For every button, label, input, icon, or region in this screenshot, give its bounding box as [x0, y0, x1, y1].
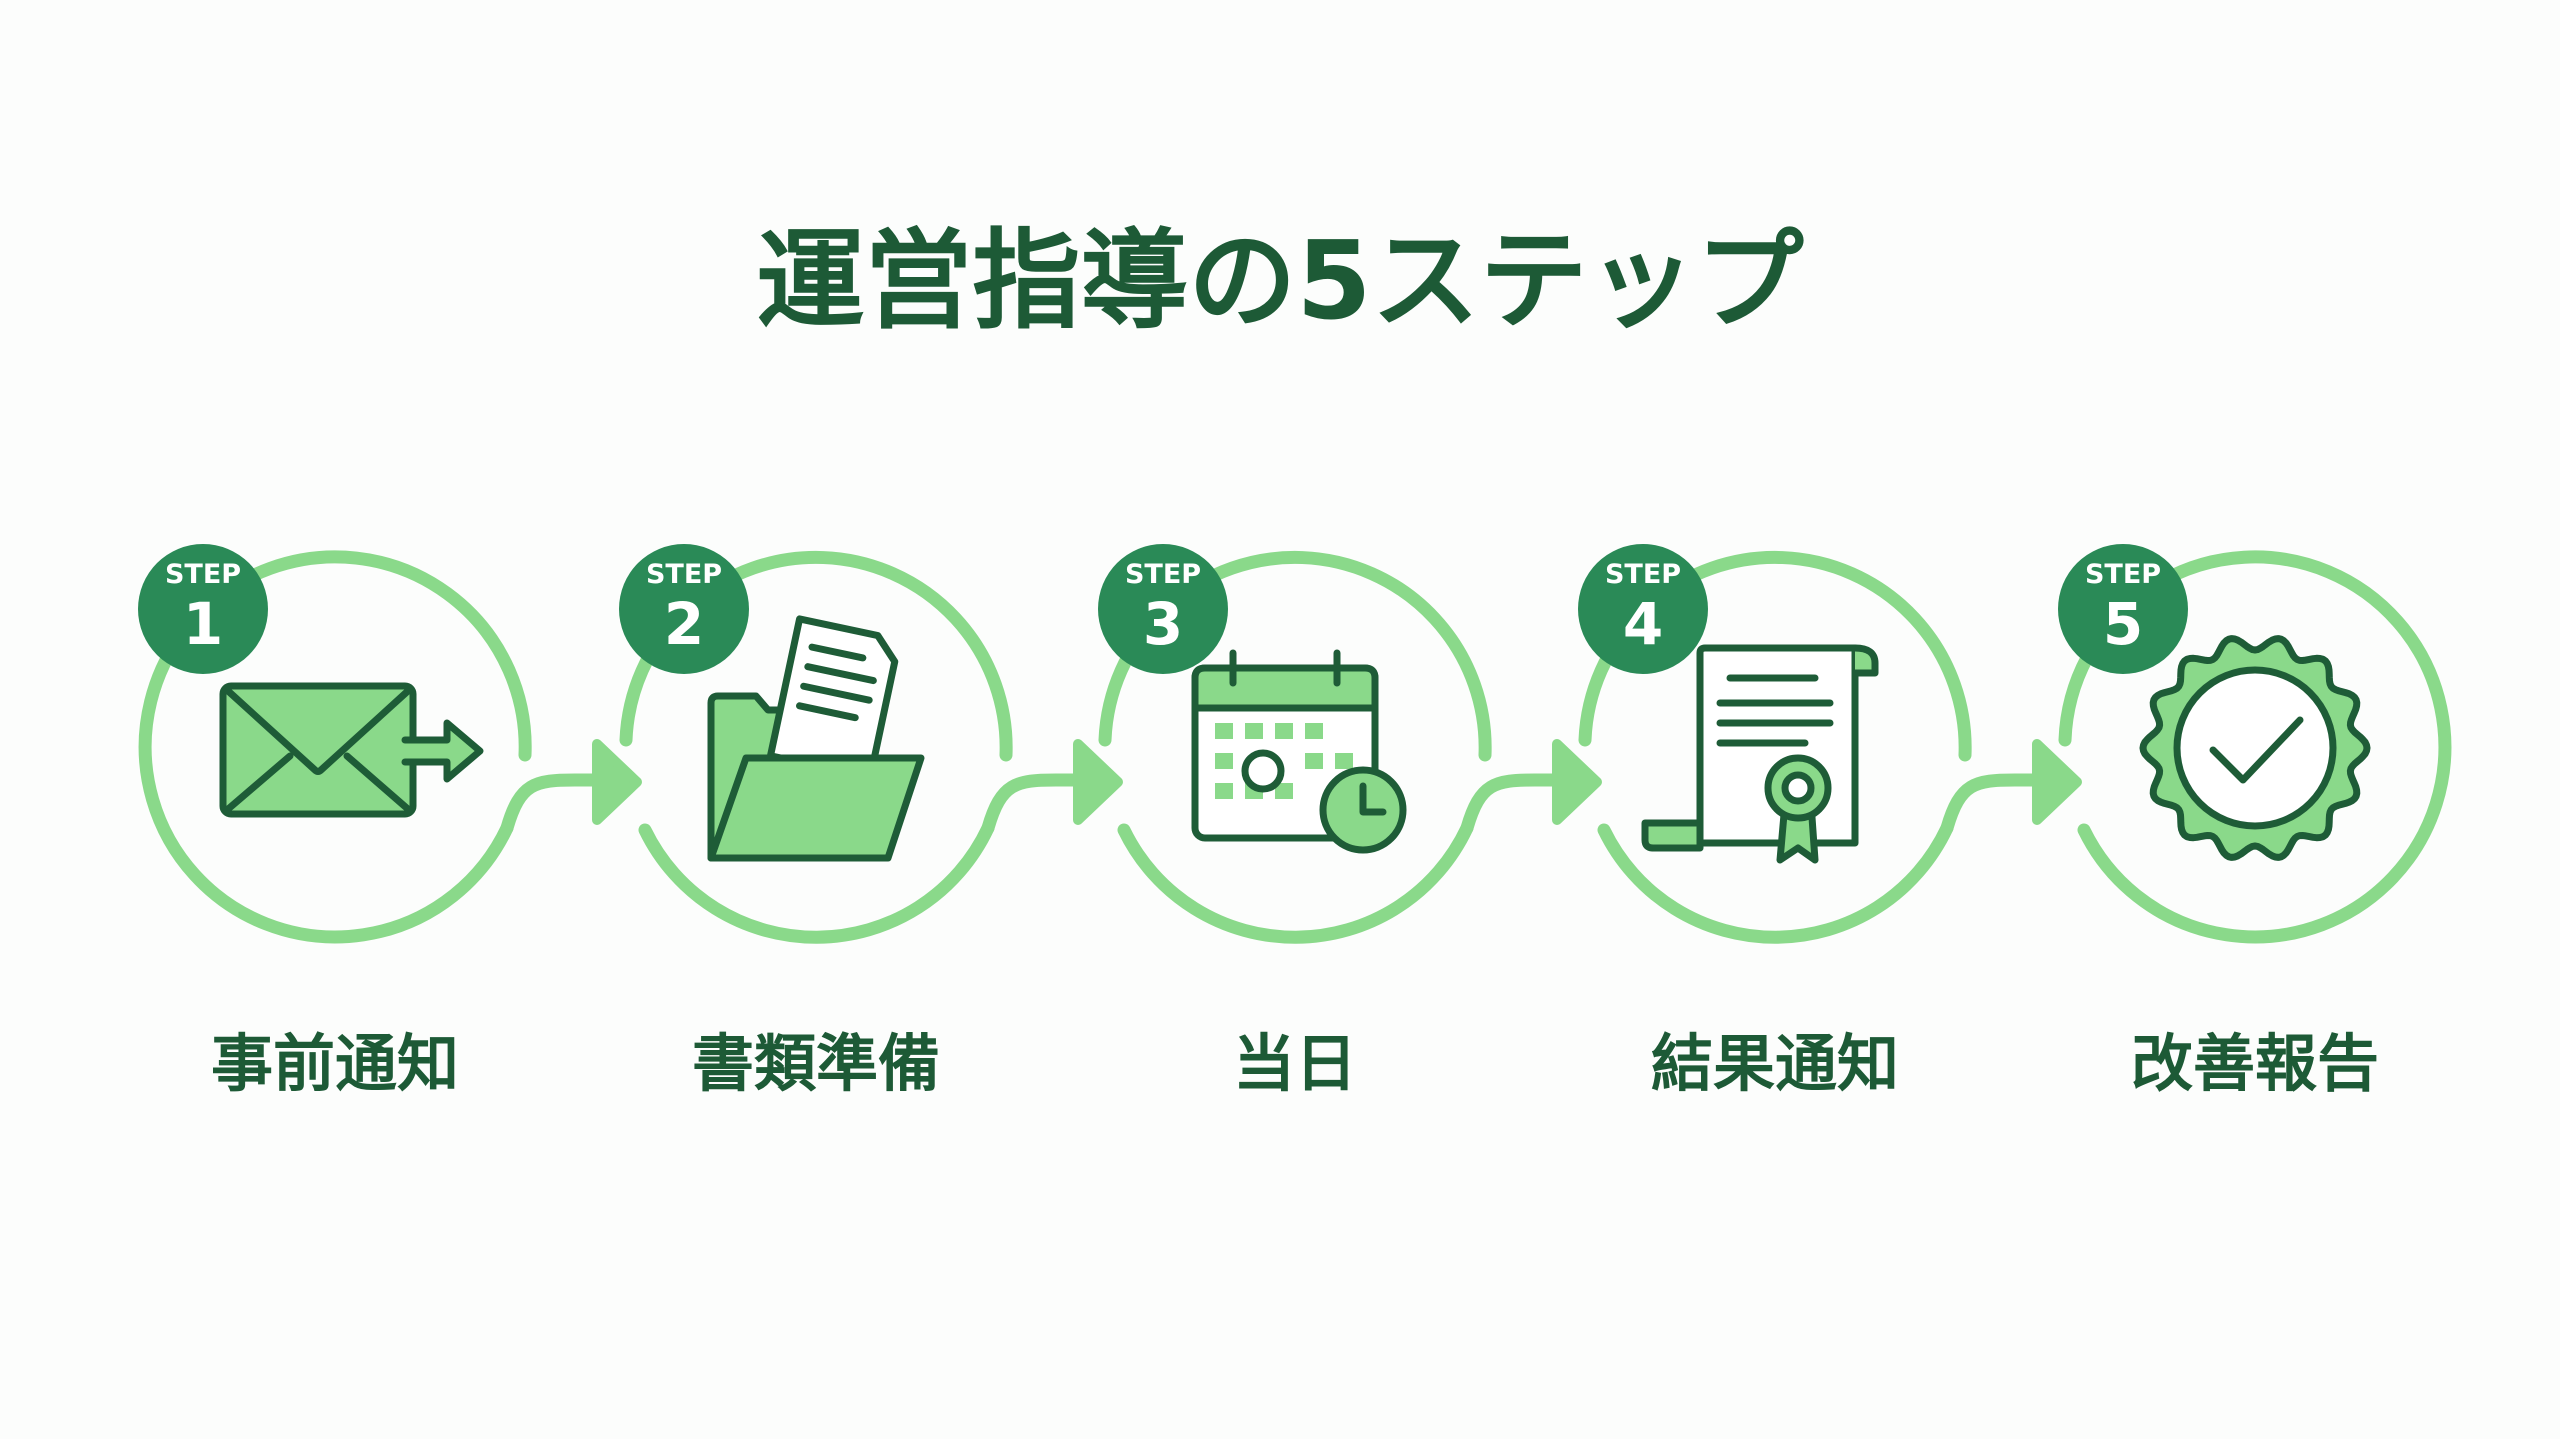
step-badge: [138, 544, 268, 674]
step-badge: [2058, 544, 2188, 674]
envelope-send-icon: [219, 682, 484, 818]
flow-arrow: [1940, 739, 2082, 835]
step-badge-word: STEP: [1125, 559, 1201, 590]
step-badge-number: 3: [1143, 590, 1183, 658]
step-3: STEP 3 当日: [1098, 544, 1602, 1100]
step-ring: [638, 821, 995, 944]
flow-arrow: [1460, 739, 1602, 835]
step-badge-word: STEP: [2085, 559, 2161, 590]
page-title: 運営指導の5ステップ: [756, 219, 1803, 344]
step-label: 結果通知: [1651, 1027, 1899, 1100]
step-ring: [138, 550, 532, 944]
step-label: 改善報告: [2131, 1027, 2379, 1100]
step-badge-word: STEP: [646, 559, 722, 590]
step-badge-number: 4: [1623, 590, 1663, 658]
calendar-clock-icon: [1191, 649, 1407, 854]
step-label: 書類準備: [692, 1027, 940, 1100]
certificate-icon: [1641, 644, 1879, 864]
folder-documents-icon: [707, 615, 925, 862]
step-ring: [1117, 821, 1474, 944]
step-badge-number: 2: [664, 590, 704, 658]
flow-arrow: [981, 739, 1123, 835]
step-badge: [1098, 544, 1228, 674]
step-5: STEP 5 改善報告: [2058, 544, 2452, 1100]
step-badge: [619, 544, 749, 674]
step-ring: [1597, 821, 1954, 944]
flow-arrow: [500, 739, 642, 835]
step-badge: [1578, 544, 1708, 674]
step-badge-word: STEP: [165, 559, 241, 590]
step-badge-number: 5: [2103, 590, 2143, 658]
step-label: 当日: [1233, 1027, 1357, 1100]
step-label: 事前通知: [211, 1027, 459, 1100]
check-badge-icon: [2139, 635, 2371, 861]
step-2: STEP 2 書類準備: [619, 544, 1123, 1100]
step-badge-number: 1: [183, 590, 223, 658]
step-4: STEP 4 結果通知: [1578, 544, 2082, 1100]
step-1: STEP 1 事前通知: [138, 544, 642, 1100]
step-badge-word: STEP: [1605, 559, 1681, 590]
